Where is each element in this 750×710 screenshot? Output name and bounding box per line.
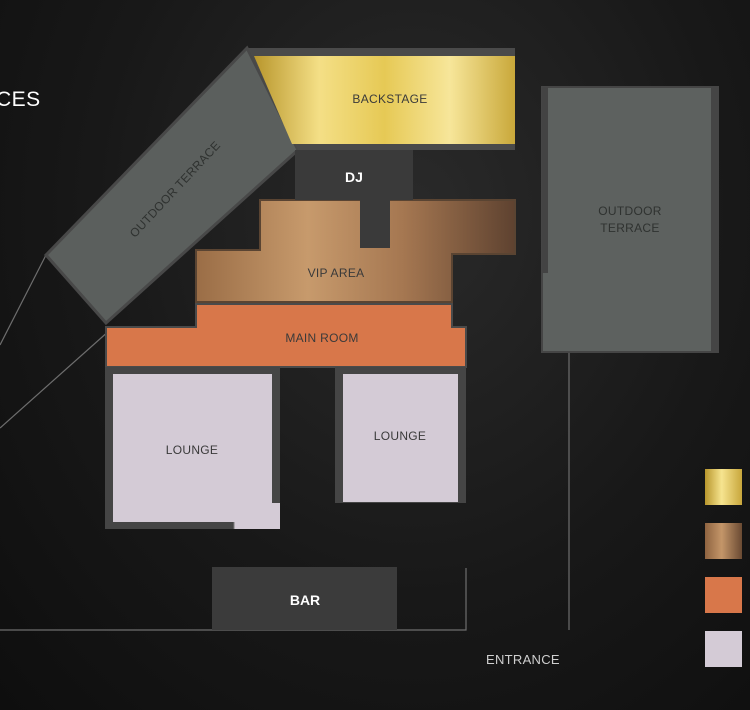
backstage-area[interactable]: BACKSTAGE bbox=[248, 48, 515, 150]
legend-swatch-vip bbox=[705, 523, 742, 559]
vip-area[interactable]: VIP AREA bbox=[195, 199, 516, 303]
backstage-label: BACKSTAGE bbox=[352, 92, 427, 106]
legend bbox=[705, 469, 742, 667]
lounge-left-label: LOUNGE bbox=[166, 443, 218, 457]
lounge-right[interactable]: LOUNGE bbox=[343, 374, 458, 502]
bar-area[interactable]: BAR bbox=[212, 567, 397, 630]
legend-swatch-main-room bbox=[705, 577, 742, 613]
dj-label: DJ bbox=[345, 169, 363, 185]
main-room[interactable]: MAIN ROOM bbox=[105, 303, 467, 368]
main-room-label: MAIN ROOM bbox=[285, 331, 358, 345]
site-outline bbox=[0, 254, 570, 631]
legend-swatch-lounge bbox=[705, 631, 742, 667]
dj-booth[interactable]: DJ bbox=[295, 150, 413, 248]
page-title: CES bbox=[0, 88, 41, 111]
outdoor-terrace-right[interactable]: OUTDOOR TERRACE bbox=[541, 86, 719, 353]
vip-area-label: VIP AREA bbox=[308, 266, 365, 280]
outdoor-terrace-right-label-line1: OUTDOOR bbox=[598, 204, 661, 218]
lounge-right-label: LOUNGE bbox=[374, 429, 426, 443]
outdoor-terrace-left[interactable]: OUTDOOR TERRACE bbox=[43, 45, 300, 326]
entrance-label: ENTRANCE bbox=[486, 652, 560, 667]
lounge-left[interactable]: LOUNGE bbox=[113, 374, 280, 529]
outdoor-terrace-right-label-line2: TERRACE bbox=[600, 221, 659, 235]
bar-label: BAR bbox=[290, 592, 320, 608]
legend-swatch-backstage bbox=[705, 469, 742, 505]
